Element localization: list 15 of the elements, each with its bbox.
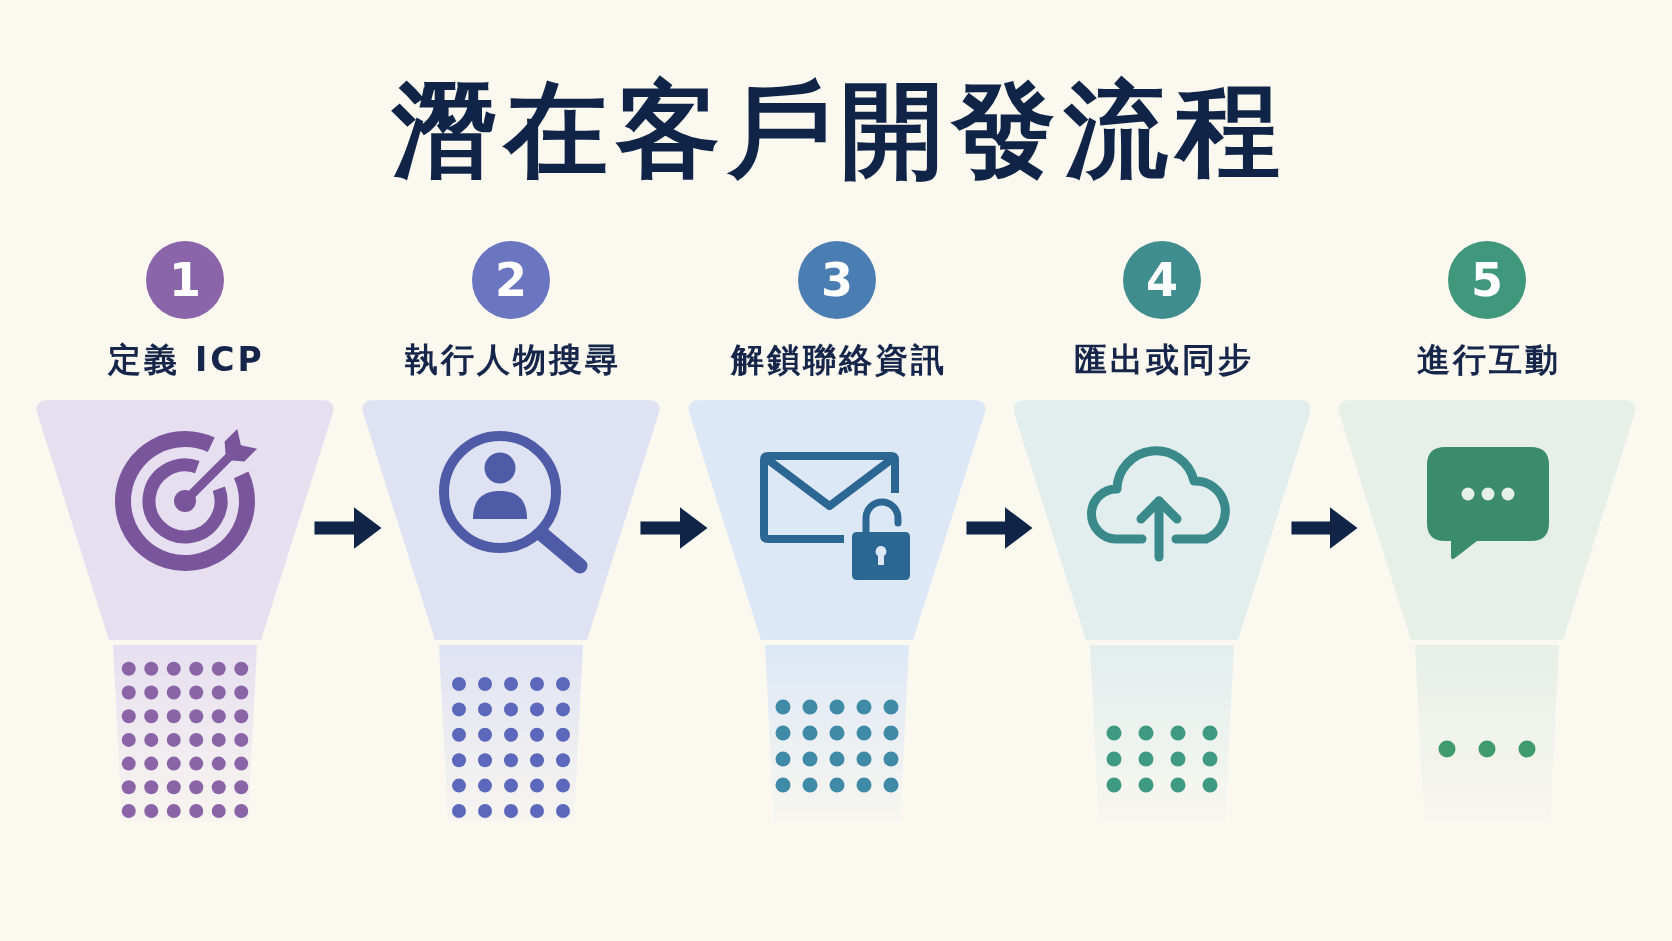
title: 潛在客戶開發流程 [390,68,1288,193]
step-title: 進行互動 [1415,339,1561,381]
step-title: 定義 ICP [106,339,265,381]
step-title: 匯出或同步 [1072,339,1254,381]
step-number: 5 [1448,241,1526,319]
arrow [640,507,708,549]
arrow [1291,507,1358,549]
step-title: 解鎖聯絡資訊 [729,339,947,381]
step-title: 執行人物搜尋 [403,339,621,381]
arrow [314,507,382,549]
step-number: 3 [798,241,876,319]
step-number: 1 [146,241,224,319]
arrow [966,507,1033,549]
step-number: 4 [1123,241,1201,319]
step-number: 2 [472,241,550,319]
